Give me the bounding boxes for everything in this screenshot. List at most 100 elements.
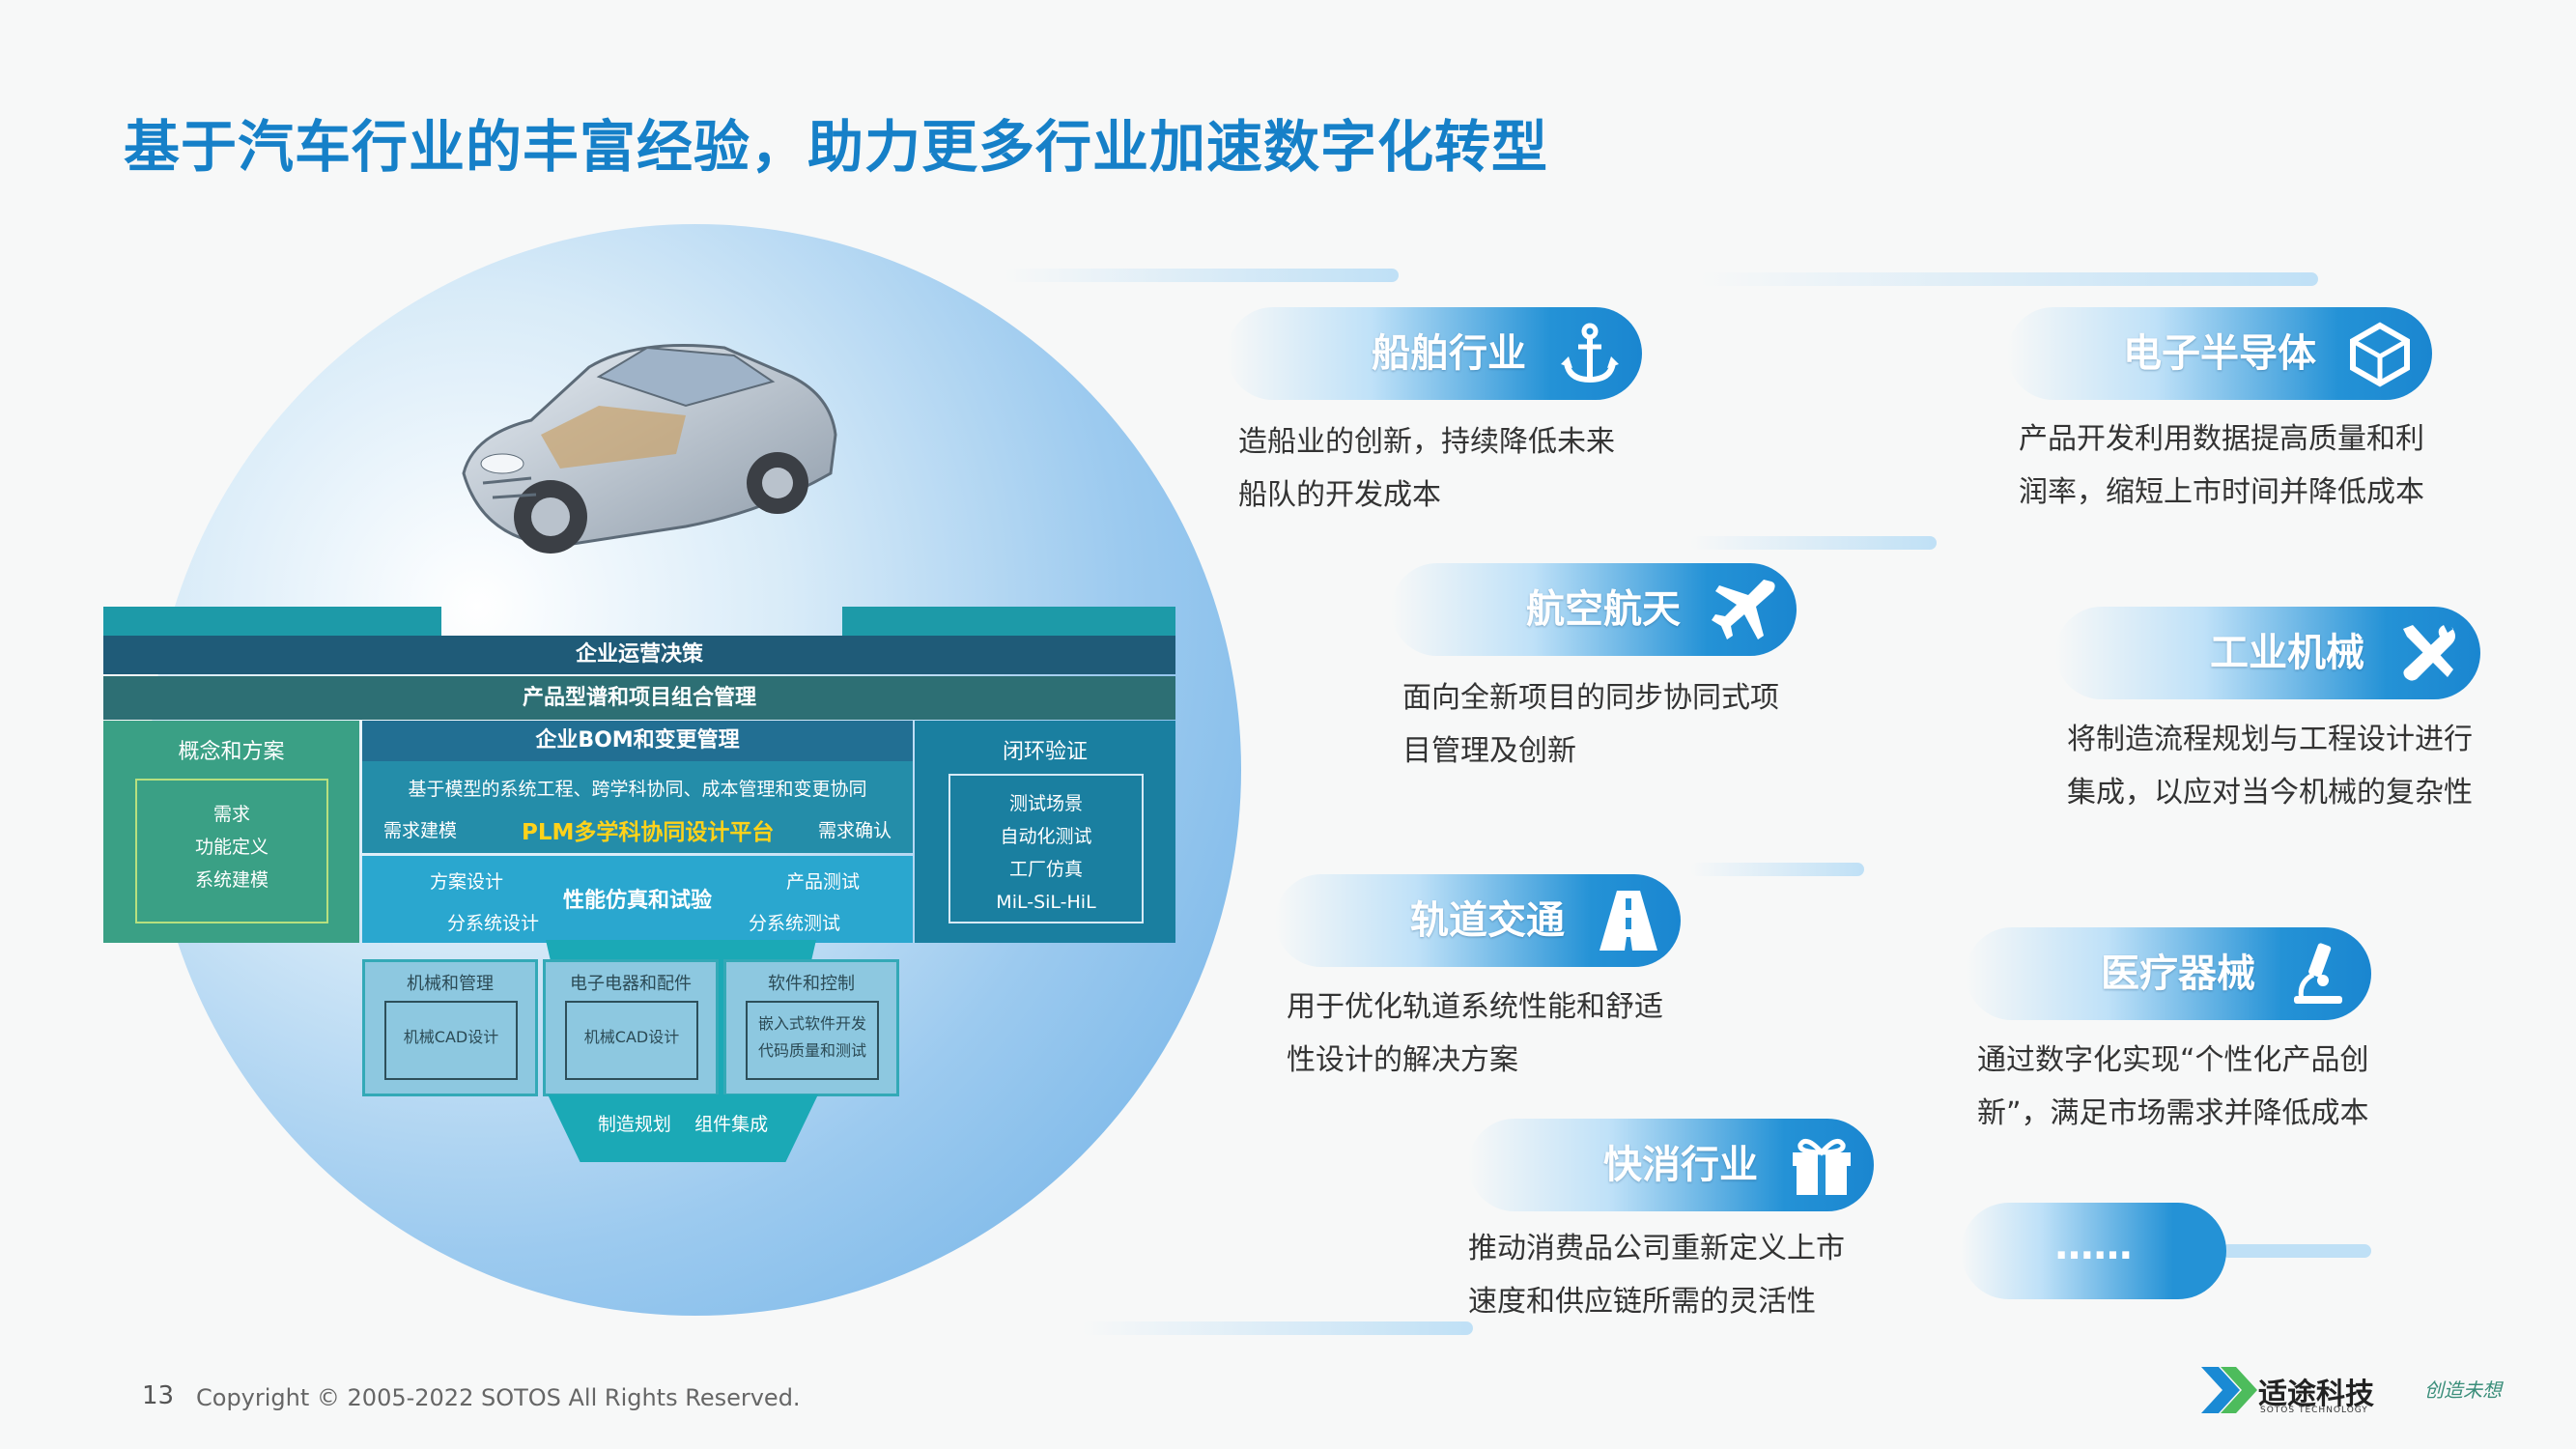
subsystem-test: 分系统测试: [748, 913, 840, 934]
tag-medical: 医疗器械: [1966, 927, 2371, 1020]
sotos-logo-icon: [2201, 1367, 2257, 1413]
scheme-design: 方案设计: [430, 871, 504, 893]
desc-line: 速度和供应链所需的灵活性: [1468, 1285, 1816, 1319]
desc-line: 新”，满足市场需求并降低成本: [1977, 1096, 2369, 1130]
deco-line: [1690, 863, 1864, 876]
req-confirm: 需求确认: [817, 820, 892, 841]
electrical-section: 电子电器和配件 机械CAD设计: [543, 959, 719, 1096]
tag-machinery: 工业机械: [2055, 607, 2480, 699]
tag-ship-label: 船舶行业: [1372, 331, 1526, 376]
concept-items: 需求 功能定义 系统建模: [135, 779, 328, 923]
bom-header: 企业BOM和变更管理: [362, 721, 913, 761]
desc-machinery: 将制造流程规划与工程设计进行 集成，以应对当今机械的复杂性: [2067, 713, 2473, 819]
car-image: [462, 344, 837, 554]
desc-line: 船队的开发成本: [1238, 478, 1441, 512]
chip-icon: [2350, 322, 2410, 387]
bar-operations: 企业运营决策: [103, 636, 1175, 674]
deco-line: [1082, 1321, 1473, 1335]
desc-aerospace: 面向全新项目的同步协同式项 目管理及创新: [1402, 671, 1779, 778]
product-test: 产品测试: [785, 871, 860, 893]
tag-machinery-label: 工业机械: [2210, 631, 2364, 675]
software-inner: 嵌入式软件开发 代码质量和测试: [746, 1001, 879, 1080]
desc-line: 产品开发利用数据提高质量和利: [2019, 422, 2424, 456]
concept-title: 概念和方案: [178, 740, 285, 764]
bar-portfolio: 产品型谱和项目组合管理: [103, 676, 1175, 720]
cap-right: [842, 607, 1175, 638]
subsystem-design: 分系统设计: [447, 913, 540, 934]
more-pill: ……: [1961, 1203, 2226, 1299]
deco-line: [1700, 272, 2318, 286]
deco-line: [2222, 1244, 2371, 1258]
validation-item: 自动化测试: [1000, 826, 1092, 847]
component-integration: 组件集成: [694, 1114, 769, 1135]
software-title: 软件和控制: [768, 974, 855, 994]
mbse-line: 基于模型的系统工程、跨学科协同、成本管理和变更协同: [408, 779, 867, 800]
mechanical-cad: 机械CAD设计: [384, 1001, 518, 1080]
page-number: 13: [142, 1381, 175, 1410]
validation-title: 闭环验证: [1002, 740, 1088, 764]
road-icon: [1599, 891, 1657, 951]
plm-title: PLM多学科协同设计平台: [522, 820, 775, 845]
electrical-title: 电子电器和配件: [570, 974, 692, 994]
tag-aerospace: 航空航天: [1391, 563, 1797, 656]
desc-line: 集成，以应对当今机械的复杂性: [2067, 776, 2473, 810]
gift-icon: [1793, 1138, 1851, 1195]
code-quality: 代码质量和测试: [757, 1041, 866, 1060]
software-section: 软件和控制 嵌入式软件开发 代码质量和测试: [723, 959, 899, 1096]
manufacturing-bar: 制造规划 组件集成: [548, 1094, 818, 1162]
desc-line: 性设计的解决方案: [1287, 1043, 1518, 1077]
cap-left: [103, 607, 441, 638]
tag-semiconductor: 电子半导体: [2007, 307, 2432, 400]
desc-line: 将制造流程规划与工程设计进行: [2067, 723, 2473, 756]
mechanical-title: 机械和管理: [407, 974, 494, 994]
page-title: 基于汽车行业的丰富经验，助力更多行业加速数字化转型: [124, 114, 1549, 180]
req-modeling: 需求建模: [383, 820, 458, 841]
tag-fmcg: 快消行业: [1468, 1119, 1874, 1211]
simulation-title: 性能仿真和试验: [563, 889, 713, 913]
validation-items: 测试场景 自动化测试 工厂仿真 MiL-SiL-HiL: [948, 774, 1144, 923]
platform-diagram: 企业运营决策 产品型谱和项目组合管理 概念和方案 需求 功能定义 系统建模 闭环…: [103, 607, 1175, 1167]
desc-semiconductor: 产品开发利用数据提高质量和利 润率，缩短上市时间并降低成本: [2019, 412, 2424, 519]
concept-column: 概念和方案 需求 功能定义 系统建模: [103, 721, 359, 943]
tag-aerospace-label: 航空航天: [1526, 587, 1681, 632]
tag-ship: 船舶行业: [1227, 307, 1642, 400]
validation-item: MiL-SiL-HiL: [996, 892, 1096, 913]
logo-text: 适途科技: [2258, 1378, 2374, 1411]
validation-item: 工厂仿真: [1008, 859, 1083, 880]
desc-fmcg: 推动消费品公司重新定义上市 速度和供应链所需的灵活性: [1468, 1222, 1845, 1328]
desc-medical: 通过数字化实现“个性化产品创 新”，满足市场需求并降低成本: [1977, 1034, 2369, 1140]
simulation-band: 方案设计 分系统设计 性能仿真和试验 产品测试 分系统测试: [362, 856, 913, 943]
tag-semiconductor-label: 电子半导体: [2123, 331, 2316, 376]
airplane-icon: [1712, 580, 1775, 639]
desc-ship: 造船业的创新，持续降低未来 船队的开发成本: [1238, 415, 1615, 522]
anchor-icon: [1561, 323, 1619, 384]
desc-line: 造船业的创新，持续降低未来: [1238, 425, 1615, 459]
concept-item: 需求: [212, 804, 250, 825]
concept-item: 功能定义: [194, 837, 269, 858]
desc-line: 目管理及创新: [1402, 734, 1576, 768]
validation-item: 测试场景: [1008, 793, 1083, 814]
deco-line: [1690, 536, 1937, 550]
desc-line: 推动消费品公司重新定义上市: [1468, 1232, 1845, 1265]
tag-fmcg-label: 快消行业: [1603, 1143, 1758, 1187]
desc-line: 润率，缩短上市时间并降低成本: [2019, 475, 2424, 509]
desc-line: 面向全新项目的同步协同式项: [1402, 681, 1779, 715]
signature: 创造未想: [2424, 1378, 2502, 1402]
microscope-icon: [2294, 943, 2342, 1004]
embedded-dev: 嵌入式软件开发: [757, 1014, 866, 1033]
copyright: Copyright © 2005-2022 SOTOS All Rights R…: [196, 1384, 801, 1411]
electrical-cad: 机械CAD设计: [565, 1001, 698, 1080]
deco-line: [1005, 269, 1399, 282]
tools-icon: [2403, 625, 2455, 681]
tag-medical-label: 医疗器械: [2101, 952, 2255, 996]
mechanical-section: 机械和管理 机械CAD设计: [362, 959, 538, 1096]
concept-item: 系统建模: [194, 869, 269, 891]
plm-platform: 基于模型的系统工程、跨学科协同、成本管理和变更协同 需求建模 PLM多学科协同设…: [362, 761, 913, 853]
tag-rail-label: 轨道交通: [1410, 898, 1565, 943]
desc-rail: 用于优化轨道系统性能和舒适 性设计的解决方案: [1287, 980, 1663, 1087]
tag-rail: 轨道交通: [1275, 874, 1681, 967]
manufacturing-planning: 制造规划: [597, 1114, 671, 1135]
desc-line: 通过数字化实现“个性化产品创: [1977, 1043, 2369, 1077]
logo-subtext: SOTOS TECHNOLOGY: [2260, 1406, 2368, 1415]
desc-line: 用于优化轨道系统性能和舒适: [1287, 990, 1663, 1024]
